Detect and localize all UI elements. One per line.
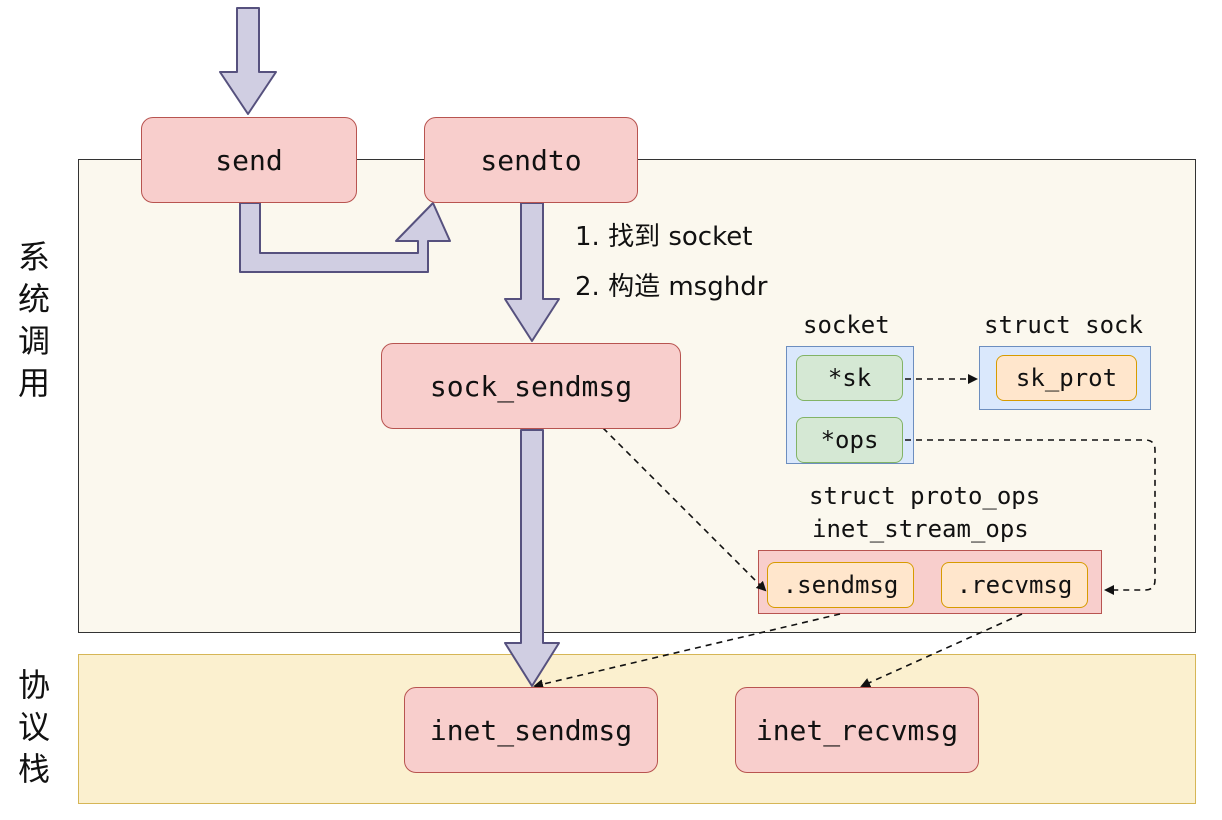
step-find-socket: 1. 找到 socket xyxy=(575,222,753,252)
send-function-box: send xyxy=(141,117,357,203)
sock-sendmsg-function-box: sock_sendmsg xyxy=(381,343,681,429)
inet-recvmsg-function-box: inet_recvmsg xyxy=(735,687,979,773)
ops-field-label: *ops xyxy=(820,426,879,454)
stack-label-char: 栈 xyxy=(17,750,50,788)
stack-label-char: 议 xyxy=(17,708,50,746)
syscall-region-label: 系 统 调 用 xyxy=(14,236,54,404)
sendmsg-field: .sendmsg xyxy=(767,562,914,608)
recvmsg-field: .recvmsg xyxy=(941,562,1088,608)
send-to-sendto-arrow xyxy=(239,202,451,273)
sendmsg-field-to-inet-sendmsg-arrow xyxy=(533,613,841,690)
ops-field: *ops xyxy=(796,417,903,463)
sendto-to-sock-sendmsg-arrow xyxy=(504,202,560,342)
struct-sock-title: struct sock xyxy=(984,311,1143,339)
sk-prot-field: sk_prot xyxy=(996,355,1137,401)
sk-field-label: *sk xyxy=(827,364,872,392)
syscall-label-char: 用 xyxy=(17,364,50,402)
sock-sendmsg-function-label: sock_sendmsg xyxy=(429,369,633,403)
stack-label-char: 协 xyxy=(17,666,50,704)
sendto-function-box: sendto xyxy=(424,117,638,203)
sk-field: *sk xyxy=(796,355,903,401)
sendmsg-field-label: .sendmsg xyxy=(782,571,899,599)
inet-sendmsg-function-label: inet_sendmsg xyxy=(429,713,633,747)
socket-struct-title: socket xyxy=(803,311,890,339)
inet-recvmsg-function-label: inet_recvmsg xyxy=(755,713,959,747)
proto-ops-title-line2: inet_stream_ops xyxy=(812,515,1029,543)
entry-arrow xyxy=(219,7,277,115)
recvmsg-field-label: .recvmsg xyxy=(956,571,1073,599)
sk-prot-field-label: sk_prot xyxy=(1015,364,1118,392)
sock-sendmsg-to-sendmsg-field-arrow xyxy=(602,427,767,592)
send-function-label: send xyxy=(215,143,283,177)
syscall-label-char: 调 xyxy=(17,322,50,360)
syscall-label-char: 系 xyxy=(17,238,50,276)
recvmsg-field-to-inet-recvmsg-arrow xyxy=(860,613,1023,688)
sendto-function-label: sendto xyxy=(480,143,582,177)
inet-sendmsg-function-box: inet_sendmsg xyxy=(404,687,658,773)
proto-ops-title-line1: struct proto_ops xyxy=(809,482,1041,510)
sock-sendmsg-to-inet-sendmsg-arrow xyxy=(504,429,560,687)
step-build-msghdr: 2. 构造 msghdr xyxy=(575,272,768,302)
ops-to-recvmsg-arrow xyxy=(905,439,1156,595)
protocol-stack-region-label: 协 议 栈 xyxy=(14,664,54,790)
syscall-label-char: 统 xyxy=(17,280,50,318)
